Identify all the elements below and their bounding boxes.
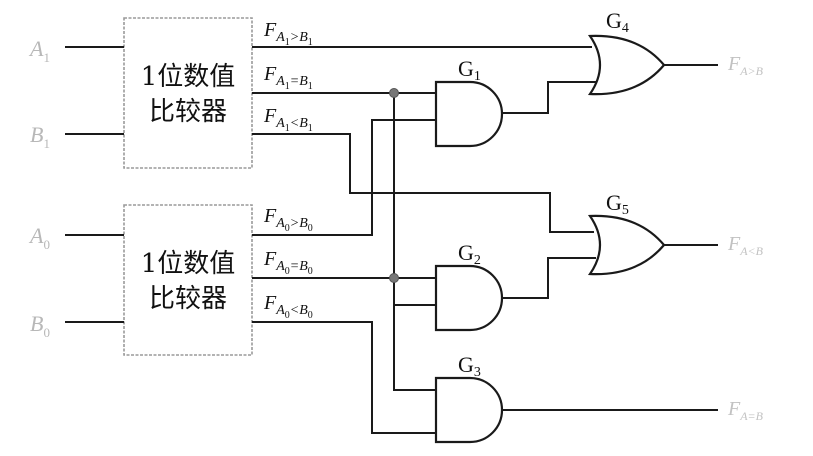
- wire-a0-lt-b0: [252, 321, 436, 434]
- comparator-2-line1: 1位数值: [141, 249, 236, 279]
- and-gate-g1: [434, 80, 504, 148]
- signal-label-a1-lt-b1: FA1<B1: [263, 105, 313, 134]
- and-gate-g3: [434, 376, 504, 444]
- signal-label-a0-lt-b0: FA0<B0: [263, 292, 313, 321]
- input-label-a0: A0: [28, 223, 50, 252]
- input-label-b1: B1: [30, 122, 50, 151]
- wire-eq-bus: [393, 93, 436, 391]
- comparator-2-box: [123, 204, 253, 356]
- input-label-a1: A1: [28, 36, 50, 65]
- wire-a0-gt-b0: [252, 119, 436, 236]
- comparator-1-line2: 比较器: [149, 97, 227, 127]
- comparator-2: 1位数值 比较器: [123, 204, 253, 356]
- comparator-1-line1: 1位数值: [141, 62, 236, 92]
- or-gate-g5: [587, 214, 666, 276]
- and-gate-g2: [434, 264, 504, 332]
- signal-wires: [252, 46, 718, 434]
- junction-dot-2: [389, 273, 399, 283]
- signal-label-a1-gt-b1: FA1>B1: [263, 19, 313, 48]
- signal-label-a0-gt-b0: FA0>B0: [263, 205, 313, 234]
- wire-a1-lt-b1: [252, 133, 594, 233]
- gate-label-g3: G3: [458, 352, 481, 380]
- input-wires: [65, 46, 124, 323]
- wire-g1-out: [502, 81, 596, 114]
- comparator-1-box: [123, 17, 253, 169]
- comparator-2-line2: 比较器: [149, 284, 227, 314]
- gate-label-g1: G1: [458, 56, 481, 84]
- signal-label-a0-eq-b0: FA0=B0: [263, 248, 313, 277]
- output-label-eq: FA=B: [727, 398, 764, 423]
- output-label-lt: FA<B: [727, 233, 764, 258]
- output-label-gt: FA>B: [727, 53, 764, 78]
- input-label-b0: B0: [30, 311, 50, 340]
- or-gate-g4: [587, 34, 666, 96]
- gate-label-g2: G2: [458, 240, 481, 268]
- gate-label-g5: G5: [606, 190, 629, 218]
- signal-label-a1-eq-b1: FA1=B1: [263, 63, 313, 92]
- comparator-1: 1位数值 比较器: [123, 17, 253, 169]
- gate-label-g4: G4: [606, 8, 629, 36]
- junction-dot-1: [389, 88, 399, 98]
- wire-g2-out: [502, 257, 596, 299]
